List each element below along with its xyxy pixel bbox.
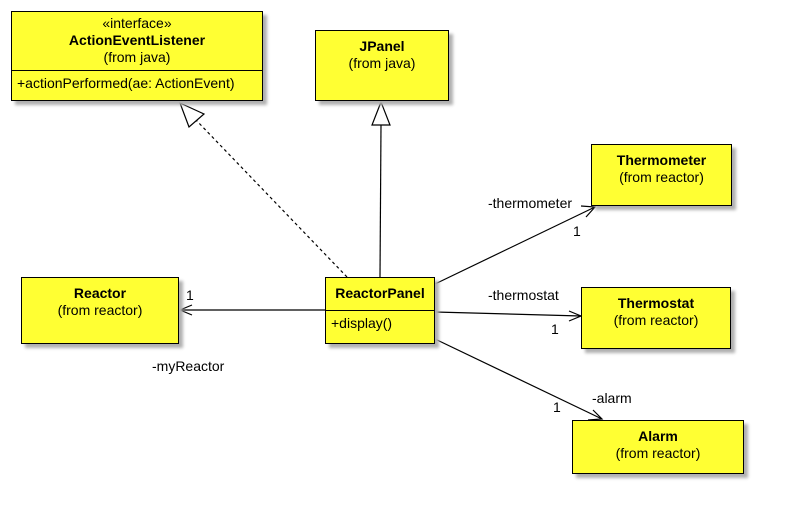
association-thermometer-line [434, 206, 596, 285]
stereotype-label: «interface» [102, 15, 172, 31]
generalization-arrowhead [371, 100, 391, 126]
multiplicity-thermometer: 1 [573, 223, 581, 239]
class-origin: (from reactor) [613, 312, 699, 328]
class-name: Alarm [638, 428, 678, 444]
class-thermometer[interactable]: Thermometer (from reactor) [591, 144, 732, 206]
class-thermostat[interactable]: Thermostat (from reactor) [581, 287, 731, 349]
association-thermostat-line [434, 311, 582, 317]
operation-action-performed: +actionPerformed(ae: ActionEvent) [12, 70, 262, 94]
operation-display: +display() [326, 310, 434, 334]
class-name: Thermometer [616, 152, 707, 168]
class-name: JPanel [359, 38, 405, 54]
realization-arrowhead [178, 101, 206, 129]
multiplicity-alarm: 1 [553, 399, 561, 415]
class-origin: (from reactor) [615, 445, 701, 461]
class-origin: (from java) [348, 55, 416, 71]
multiplicity-reactor: 1 [186, 287, 194, 303]
multiplicity-thermostat: 1 [551, 321, 559, 337]
association-reactor-arrowhead [178, 304, 193, 316]
class-reactor[interactable]: Reactor (from reactor) [21, 277, 179, 344]
class-alarm[interactable]: Alarm (from reactor) [572, 420, 744, 474]
class-jpanel[interactable]: JPanel (from java) [315, 30, 449, 101]
generalization-line [379, 124, 382, 278]
role-thermometer: -thermometer [488, 195, 573, 211]
class-name: ReactorPanel [335, 285, 425, 301]
class-origin: (from reactor) [619, 169, 704, 185]
class-action-event-listener[interactable]: «interface» ActionEventListener (from ja… [11, 11, 263, 101]
class-name: Reactor [73, 285, 127, 301]
role-thermostat: -thermostat [488, 287, 559, 303]
association-alarm-arrowhead [587, 409, 604, 421]
class-reactor-panel[interactable]: ReactorPanel +display() [325, 277, 435, 344]
class-origin: (from java) [103, 49, 171, 65]
role-alarm: -alarm [592, 390, 632, 406]
realization-line [195, 119, 348, 278]
class-name: ActionEventListener [68, 32, 206, 48]
association-thermometer-arrowhead [580, 205, 597, 218]
association-alarm-line [434, 338, 603, 420]
role-reactor: -myReactor [152, 358, 225, 374]
class-origin: (from reactor) [57, 302, 143, 318]
class-name: Thermostat [617, 295, 695, 311]
